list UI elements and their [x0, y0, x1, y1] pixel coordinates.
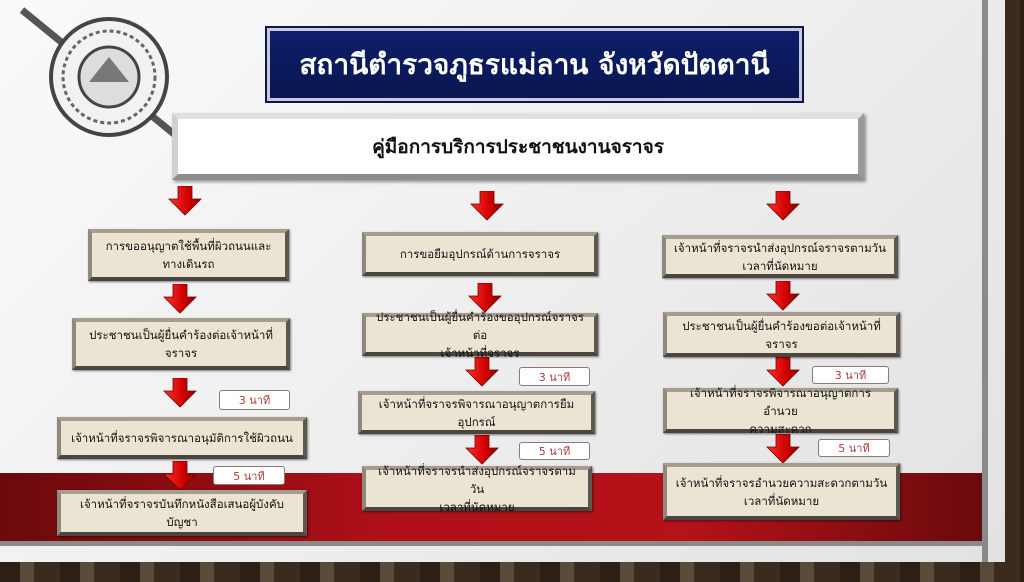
down-arrow-icon	[168, 185, 202, 216]
flow-step-box: ประชาชนเป็นผู้ยื่นคำร้องขอต่อเจ้าหน้าที่…	[663, 312, 900, 357]
step-text: อุปกรณ์	[457, 414, 496, 429]
step-text: เวลาที่นัดหมาย	[742, 258, 818, 273]
down-arrow-icon	[468, 282, 502, 313]
duration-badge: 3 นาที	[219, 390, 290, 410]
duration-badge: 3 นาที	[812, 366, 889, 384]
flow-step-box: ประชาชนเป็นผู้ยื่นคำร้องขออุปกรณ์จราจรต่…	[362, 310, 598, 360]
down-arrow-icon	[766, 433, 800, 464]
police-emblem-logo	[19, 7, 177, 137]
flow-step-box: การขอยืมอุปกรณ์ด้านการจราจร	[362, 232, 598, 276]
step-text: จราจร	[765, 336, 798, 351]
step-text: การขออนุญาตใช้พื้นที่ผิวถนนและ	[105, 239, 272, 253]
step-text: เจ้าหน้าที่จราจรนำส่งอุปกรณ์จราจรตามวัน	[378, 463, 576, 496]
step-text: ประชาชนเป็นผู้ยื่นคำร้องต่อเจ้าหน้าที่	[89, 328, 273, 342]
flow-step-box: การขออนุญาตใช้พื้นที่ผิวถนนและทางเดินรถ	[88, 229, 289, 281]
step-text: ความสะดวก	[749, 421, 812, 436]
step-text: จราจร	[164, 346, 198, 360]
down-arrow-icon	[465, 434, 499, 465]
down-arrow-icon	[465, 356, 499, 387]
down-arrow-icon	[766, 356, 800, 387]
page-title: สถานีตำรวจภูธรแม่ลาน จังหวัดปัตตานี	[265, 26, 804, 103]
divider	[0, 541, 982, 546]
down-arrow-icon	[766, 280, 800, 311]
step-text: เวลาที่นัดหมาย	[439, 499, 515, 514]
flow-step-box: ประชาชนเป็นผู้ยื่นคำร้องต่อเจ้าหน้าที่จร…	[72, 318, 290, 370]
flow-step-box: เจ้าหน้าที่จราจรนำส่งอุปกรณ์จราจรตามวันเ…	[362, 464, 592, 514]
duration-badge: 5 นาที	[519, 442, 590, 460]
divider	[982, 0, 988, 562]
down-arrow-icon	[163, 460, 197, 491]
step-text: เวลาที่นัดหมาย	[743, 493, 820, 508]
flow-step-box: เจ้าหน้าที่จราจรอำนวยความสะดวกตามวันเวลา…	[663, 463, 900, 520]
flow-step-box: เจ้าหน้าที่จราจรพิจารณาอนุมัติการใช้ผิวถ…	[57, 417, 307, 459]
down-arrow-icon	[766, 190, 800, 221]
step-text: การขอยืมอุปกรณ์ด้านการจราจร	[399, 247, 561, 261]
duration-badge: 5 นาที	[818, 439, 890, 457]
duration-badge: 3 นาที	[519, 367, 590, 386]
page-subtitle: คู่มือการบริการประชาชนงานจราจร	[172, 113, 864, 180]
flow-step-box: เจ้าหน้าที่จราจรพิจารณาอนุญาตการอำนวยควา…	[663, 386, 898, 436]
step-text: เจ้าหน้าที่จราจร	[440, 345, 520, 360]
step-text: เจ้าหน้าที่จราจรพิจารณาอนุมัติการใช้ผิวถ…	[71, 431, 293, 445]
step-text: เจ้าหน้าที่จราจรบันทึกหนังสือเสนอผู้บังค…	[80, 497, 284, 529]
duration-badge: 5 นาที	[213, 466, 285, 485]
down-arrow-icon	[470, 190, 504, 221]
down-arrow-icon	[163, 377, 197, 408]
step-text: ทางเดินรถ	[162, 257, 215, 271]
flow-step-box: เจ้าหน้าที่จราจรนำส่งอุปกรณ์จราจรตามวันเ…	[662, 235, 898, 278]
step-text: เจ้าหน้าที่จราจรอำนวยความสะดวกตามวัน	[675, 475, 888, 490]
flow-step-box: เจ้าหน้าที่จราจรพิจารณาอนุญาตการยืมอุปกร…	[358, 391, 595, 434]
step-text: ประชาชนเป็นผู้ยื่นคำร้องขออุปกรณ์จราจรต่…	[376, 309, 584, 342]
step-text: ประชาชนเป็นผู้ยื่นคำร้องขอต่อเจ้าหน้าที่	[682, 318, 881, 333]
step-text: เจ้าหน้าที่จราจรนำส่งอุปกรณ์จราจรตามวัน	[674, 240, 886, 255]
down-arrow-icon	[163, 283, 197, 314]
step-text: เจ้าหน้าที่จราจรพิจารณาอนุญาตการอำนวย	[689, 385, 872, 418]
step-text: เจ้าหน้าที่จราจรพิจารณาอนุญาตการยืม	[378, 396, 575, 411]
flow-step-box: เจ้าหน้าที่จราจรบันทึกหนังสือเสนอผู้บังค…	[57, 490, 307, 536]
